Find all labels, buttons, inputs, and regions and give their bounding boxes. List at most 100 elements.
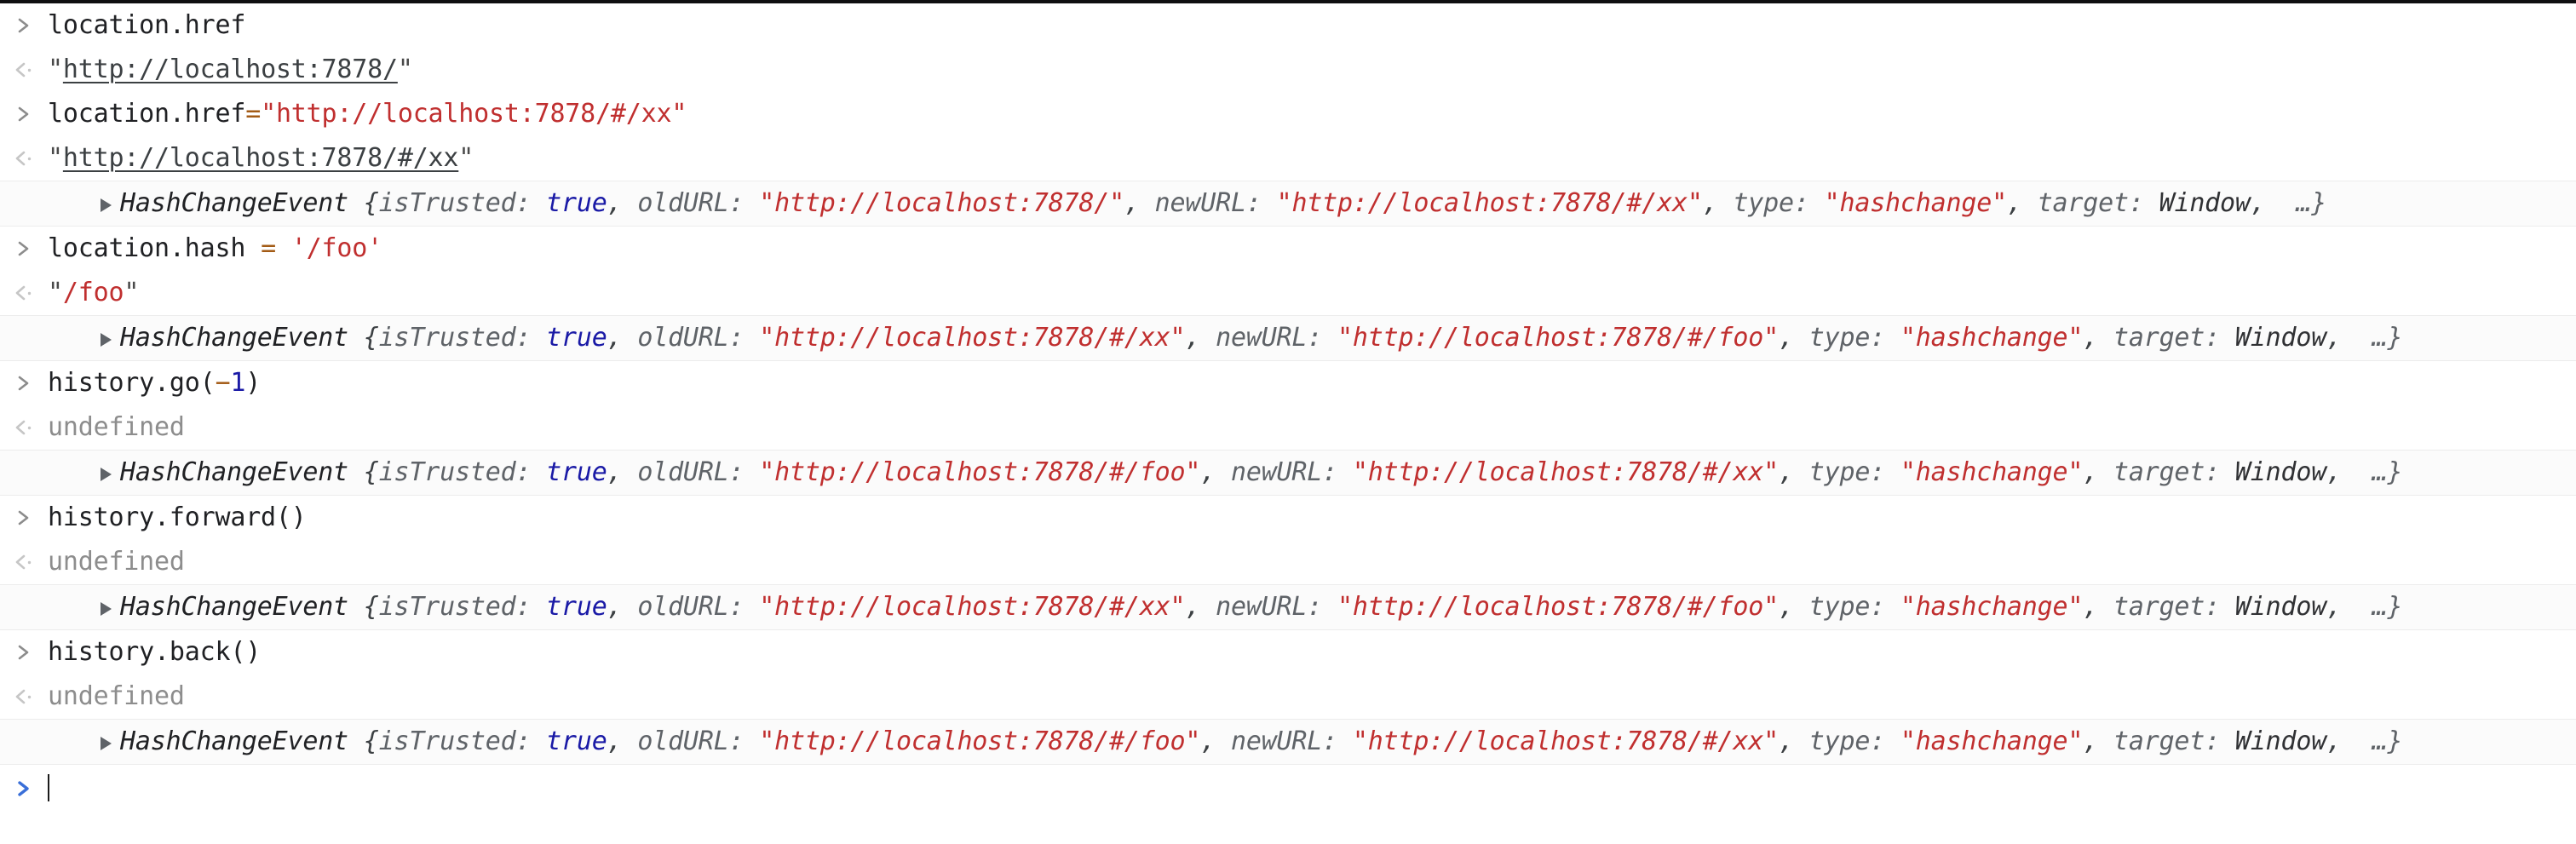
input-gutter [0,104,48,124]
property-name-target: target: [2037,189,2159,218]
console-output-location-hash[interactable]: "/foo" [0,271,2576,315]
output-gutter [0,417,48,438]
output-value: "http://localhost:7878/#/xx" [48,144,2576,173]
object-preview: HashChangeEvent {isTrusted: true, oldURL… [120,189,2326,218]
property-name-newurl: newURL: [1216,593,1338,622]
property-name-target: target: [2113,593,2235,622]
object-preview: HashChangeEvent {isTrusted: true, oldURL… [120,324,2403,353]
console-input-location-hash-segment-1: = [261,234,276,263]
console-output-history-go-segment-0: undefined [48,413,185,442]
console-event-hashchange-4[interactable]: HashChangeEvent {isTrusted: true, oldURL… [0,584,2576,630]
console-input-history-back[interactable]: history.back() [0,630,2576,675]
object-brace-open: { [348,727,379,756]
console-event-hashchange-1[interactable]: HashChangeEvent {isTrusted: true, oldURL… [0,181,2576,227]
object-brace-open: { [348,324,379,353]
property-name-type: type: [1808,458,1900,487]
output-chevron-icon [15,554,32,570]
object-preview: HashChangeEvent {isTrusted: true, oldURL… [120,458,2403,487]
separator: , [607,458,638,487]
property-value-newurl: "http://localhost:7878/#/foo" [1337,593,1779,622]
separator: , [607,727,638,756]
separator: , [1200,727,1231,756]
output-chevron-icon [15,151,32,166]
expand-object-triangle-icon[interactable] [101,333,112,347]
console-output-location-hash-segment-1: /foo [62,278,124,307]
property-value-istrusted: true [546,189,607,218]
expand-object-triangle-icon[interactable] [101,198,112,212]
text-caret [48,774,49,801]
separator: , [1779,324,1809,353]
object-preview: HashChangeEvent {isTrusted: true, oldURL… [120,727,2403,756]
console-input-history-back-segment-0: history.back() [48,638,262,667]
expand-object-triangle-icon[interactable] [101,602,112,616]
console-input-location-hash-segment-0: location.hash [48,234,262,263]
property-value-newurl: "http://localhost:7878/#/xx" [1352,727,1779,756]
console-input-set-location-href[interactable]: location.href="http://localhost:7878/#/x… [0,92,2576,136]
window-top-edge-bar [0,0,2576,3]
console-output-set-location-href[interactable]: "http://localhost:7878/#/xx" [0,136,2576,181]
console-input-set-location-href-segment-0: location.href [48,100,246,129]
property-value-oldurl: "http://localhost:7878/" [759,189,1124,218]
separator: , [607,324,638,353]
property-name-newurl: newURL: [1230,727,1353,756]
separator: , [1185,593,1216,622]
property-value-type: "hashchange" [1900,593,2084,622]
property-value-type: "hashchange" [1900,324,2084,353]
console-input-location-hash[interactable]: location.hash = '/foo' [0,227,2576,271]
output-gutter [0,283,48,303]
property-value-oldurl: "http://localhost:7878/#/xx" [759,593,1186,622]
output-value: "http://localhost:7878/" [48,55,2576,84]
console-output-location-href[interactable]: "http://localhost:7878/" [0,48,2576,92]
object-truncation-ellipsis: …} [2372,458,2403,487]
prompt-content[interactable] [48,774,2576,803]
console-input-history-forward[interactable]: history.forward() [0,496,2576,540]
output-value: undefined [48,413,2576,442]
active-prompt-gutter [0,778,48,799]
console-output-set-location-href-segment-1[interactable]: http://localhost:7878/#/xx [62,144,459,173]
prompt-chevron-icon [18,510,29,525]
console-event-hashchange-5[interactable]: HashChangeEvent {isTrusted: true, oldURL… [0,719,2576,765]
console-output-history-back[interactable]: undefined [0,675,2576,719]
console-input-set-location-href-segment-2: "http://localhost:7878/#/xx" [261,100,687,129]
console-output-location-href-segment-1[interactable]: http://localhost:7878/ [62,55,398,84]
property-value-type: "hashchange" [1824,189,2008,218]
console-event-hashchange-2[interactable]: HashChangeEvent {isTrusted: true, oldURL… [0,315,2576,361]
separator: , [607,593,638,622]
separator: , [2083,458,2113,487]
input-expression: location.hash = '/foo' [48,234,2576,263]
property-value-type: "hashchange" [1900,458,2084,487]
object-brace-open: { [348,593,379,622]
input-expression: history.go(−1) [48,369,2576,398]
prompt-chevron-icon [18,781,29,796]
prompt-chevron-icon [18,241,29,256]
property-name-newurl: newURL: [1216,324,1338,353]
console-event-hashchange-3[interactable]: HashChangeEvent {isTrusted: true, oldURL… [0,450,2576,496]
output-chevron-icon [15,420,32,435]
output-gutter [0,148,48,169]
console-prompt[interactable] [0,765,2576,812]
console-prompt-input[interactable] [48,774,2576,803]
property-name-istrusted: isTrusted: [378,324,547,353]
object-preview: HashChangeEvent {isTrusted: true, oldURL… [120,593,2403,622]
object-brace-open: { [348,458,379,487]
console-output-set-location-href-segment-2: " [458,144,474,173]
console-input-history-go[interactable]: history.go(−1) [0,361,2576,405]
object-truncation-ellipsis: …} [2296,189,2327,218]
expand-object-triangle-icon[interactable] [101,468,112,481]
property-value-istrusted: true [546,458,607,487]
output-chevron-icon [15,62,32,78]
property-name-oldurl: oldURL: [637,458,760,487]
console-input-location-hash-segment-2: '/foo' [275,234,382,263]
console-output-history-forward[interactable]: undefined [0,540,2576,584]
console-output-set-location-href-segment-0: " [48,144,63,173]
console-input-location-href[interactable]: location.href [0,3,2576,48]
property-value-istrusted: true [546,593,607,622]
prompt-chevron-icon [18,106,29,122]
console-output-history-go[interactable]: undefined [0,405,2576,450]
console-output-history-forward-segment-0: undefined [48,548,185,577]
separator: , [2326,458,2372,487]
separator: , [1124,189,1155,218]
input-gutter [0,373,48,393]
expand-object-triangle-icon[interactable] [101,737,112,750]
